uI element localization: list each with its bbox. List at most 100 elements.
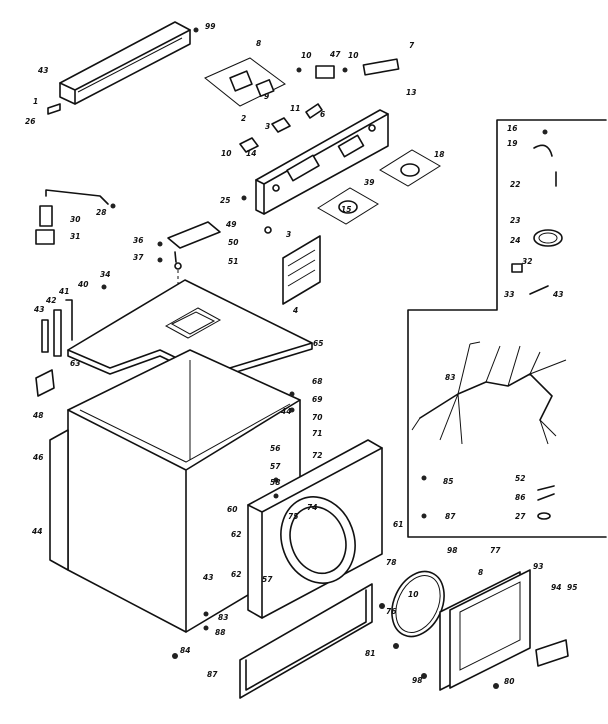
callout-label: 56: [270, 444, 280, 453]
callout-label: 75: [288, 512, 298, 521]
callout-label: 9: [264, 92, 269, 101]
callout-label: 22: [510, 180, 520, 189]
callout-label: 83: [218, 613, 228, 622]
callout-label: 93: [533, 562, 543, 571]
callout-label: 77: [490, 546, 501, 555]
callout-label: 65: [313, 339, 323, 348]
callout-label: 28: [96, 208, 106, 217]
callout-label: 49: [226, 220, 236, 229]
callout-label: 10: [408, 590, 418, 599]
callout-label: 3: [265, 122, 270, 131]
cabinet: [49, 349, 301, 633]
callout-label: 62: [231, 530, 241, 539]
callout-label: 86: [515, 493, 525, 502]
callout-label: 85: [443, 477, 453, 486]
callout-label: 33: [504, 290, 514, 299]
callout-label: 43: [38, 66, 48, 75]
callout-label: 62: [231, 570, 241, 579]
callout-label: 23: [510, 216, 520, 225]
callout-label: 94: [551, 583, 561, 592]
callout-label: 1: [33, 97, 38, 106]
callout-label: 16: [507, 124, 517, 133]
callout-label: 52: [515, 474, 525, 483]
callout-label: 44: [32, 527, 42, 536]
callout-label: 25: [220, 196, 230, 205]
callout-label: 48: [33, 411, 43, 420]
callout-label: 32: [522, 257, 532, 266]
callout-label: 6: [320, 110, 325, 119]
wiring-inset-frame: [407, 119, 607, 538]
callout-label: 37: [133, 253, 144, 262]
switch-bracket: [204, 57, 286, 107]
callout-label: 46: [33, 453, 43, 462]
callout-label: 2: [241, 114, 246, 123]
callout-label: 24: [510, 236, 520, 245]
callout-label: 14: [246, 149, 256, 158]
callout-label: 13: [406, 88, 416, 97]
callout-label: 43: [553, 290, 563, 299]
callout-label: 87: [207, 670, 218, 679]
callout-label: 36: [133, 236, 143, 245]
callout-label: 42: [46, 296, 56, 305]
callout-label: 44: [281, 407, 291, 416]
callout-label: 60: [227, 505, 237, 514]
callout-label: 74: [307, 503, 317, 512]
callout-label: 40: [78, 280, 88, 289]
callout-label: 98: [447, 546, 457, 555]
callout-label: 51: [228, 257, 238, 266]
callout-label: 19: [507, 139, 517, 148]
callout-label: 71: [312, 429, 322, 438]
callout-label: 99: [205, 22, 215, 31]
callout-label: 10: [221, 149, 231, 158]
callout-label: 8: [478, 568, 483, 577]
callout-label: 47: [330, 50, 341, 59]
hinge-parts-left: [35, 299, 73, 397]
console-top-cover: [47, 21, 191, 115]
callout-label: 43: [34, 305, 44, 314]
callout-label: 4: [293, 306, 298, 315]
front-panel: [247, 391, 383, 619]
control-panel: [255, 109, 389, 215]
timer-plate: [282, 235, 321, 305]
small-parts-top: [193, 27, 400, 153]
callout-label: 68: [312, 377, 322, 386]
callout-label: 43: [203, 573, 213, 582]
callout-label: 57: [270, 462, 281, 471]
callout-label: 87: [445, 512, 456, 521]
callout-label: 3: [286, 230, 291, 239]
callout-label: 34: [100, 270, 110, 279]
callout-label: 50: [228, 238, 238, 247]
callout-label: 88: [215, 628, 225, 637]
knob-plates: [241, 149, 441, 234]
callout-label: 81: [365, 649, 375, 658]
callout-label: 61: [393, 520, 403, 529]
callout-label: 18: [434, 150, 444, 159]
callout-label: 10: [348, 51, 358, 60]
callout-label: 98: [412, 676, 422, 685]
callout-label: 78: [386, 558, 396, 567]
callout-label: 95: [567, 583, 577, 592]
callout-label: 70: [312, 413, 322, 422]
callout-label: 31: [70, 232, 80, 241]
callout-label: 27: [515, 512, 526, 521]
callout-label: 8: [256, 39, 261, 48]
callout-label: 39: [364, 178, 374, 187]
callout-label: 76: [386, 607, 396, 616]
callout-label: 41: [59, 287, 69, 296]
callout-label: 58: [270, 478, 280, 487]
lid-switch-parts: [35, 189, 116, 245]
callout-label: 84: [180, 646, 190, 655]
callout-label: 10: [301, 51, 311, 60]
callout-label: 72: [312, 451, 322, 460]
wiring-harness: [411, 341, 567, 520]
callout-label: 30: [70, 215, 80, 224]
toe-panel: [172, 583, 373, 699]
inset-parts: [511, 129, 563, 295]
door-assembly: [379, 569, 569, 691]
callout-label: 83: [445, 373, 455, 382]
callout-label: 7: [409, 41, 415, 50]
callout-label: 63: [70, 359, 80, 368]
callout-label: 57: [262, 575, 273, 584]
